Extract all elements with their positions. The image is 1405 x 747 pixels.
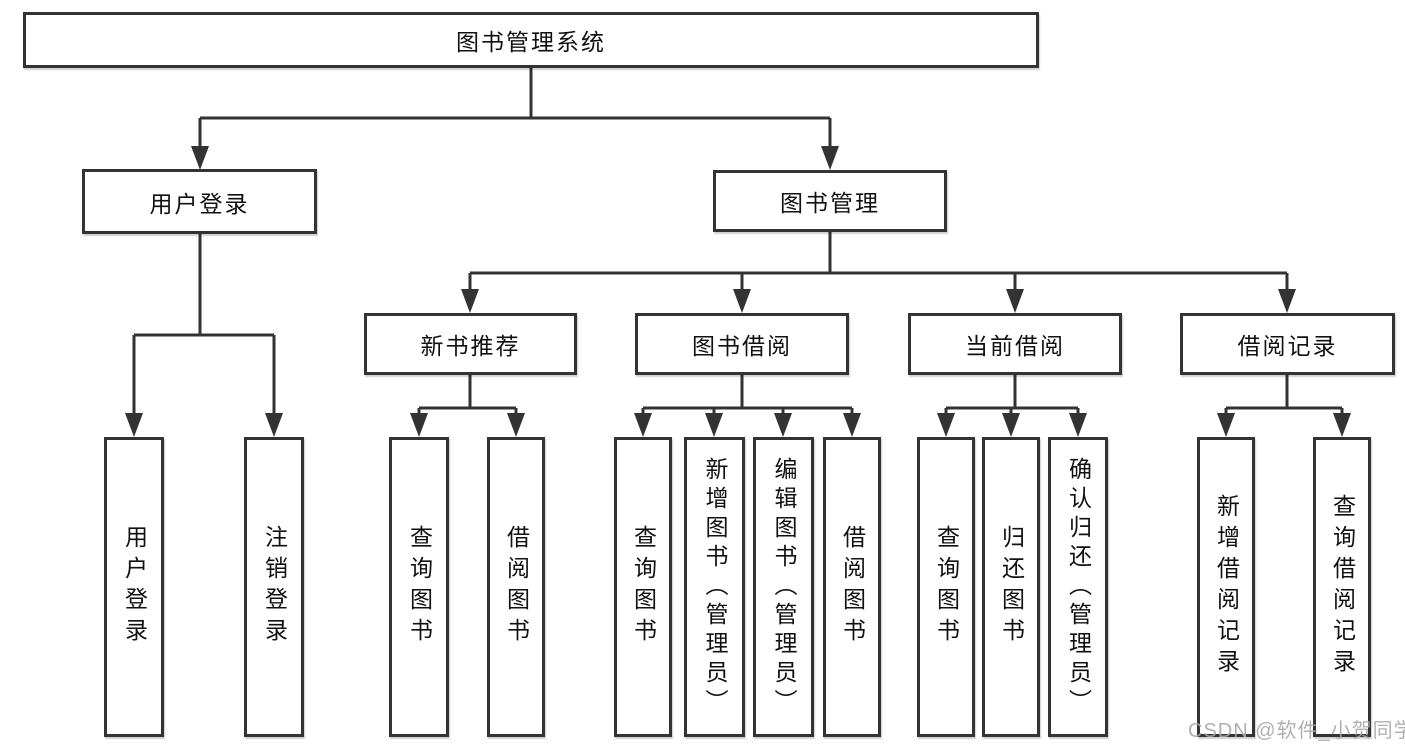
- node-library-management-system: 图书管理系统: [23, 12, 1039, 68]
- leaf-user-login: 用户登录: [104, 437, 164, 737]
- node-book-borrowing: 图书借阅: [635, 313, 849, 375]
- leaf-edit-books-admin: 编辑图书（管理员）: [753, 437, 814, 737]
- leaf-logout: 注销登录: [244, 437, 304, 737]
- node-new-book-recommendation: 新书推荐: [364, 313, 577, 375]
- leaf-query-borrow-record: 查询借阅记录: [1313, 437, 1371, 737]
- leaf-borrow-books: 借阅图书: [823, 437, 881, 737]
- node-current-borrowing: 当前借阅: [908, 313, 1122, 375]
- leaf-query-books-recommend: 查询图书: [389, 437, 449, 737]
- node-borrowing-records: 借阅记录: [1180, 313, 1395, 375]
- leaf-confirm-return-admin: 确认归还（管理员）: [1048, 437, 1108, 737]
- leaf-borrow-books-recommend: 借阅图书: [487, 437, 545, 737]
- csdn-watermark: CSDN @软件_小贺同学: [1188, 720, 1405, 742]
- node-user-login: 用户登录: [82, 169, 317, 234]
- leaf-return-books: 归还图书: [982, 437, 1040, 737]
- leaf-add-books-admin: 新增图书（管理员）: [684, 437, 745, 737]
- node-book-management: 图书管理: [713, 170, 947, 232]
- leaf-query-books-current: 查询图书: [917, 437, 975, 737]
- leaf-query-books-borrow: 查询图书: [614, 437, 672, 737]
- leaf-add-borrow-record: 新增借阅记录: [1197, 437, 1255, 737]
